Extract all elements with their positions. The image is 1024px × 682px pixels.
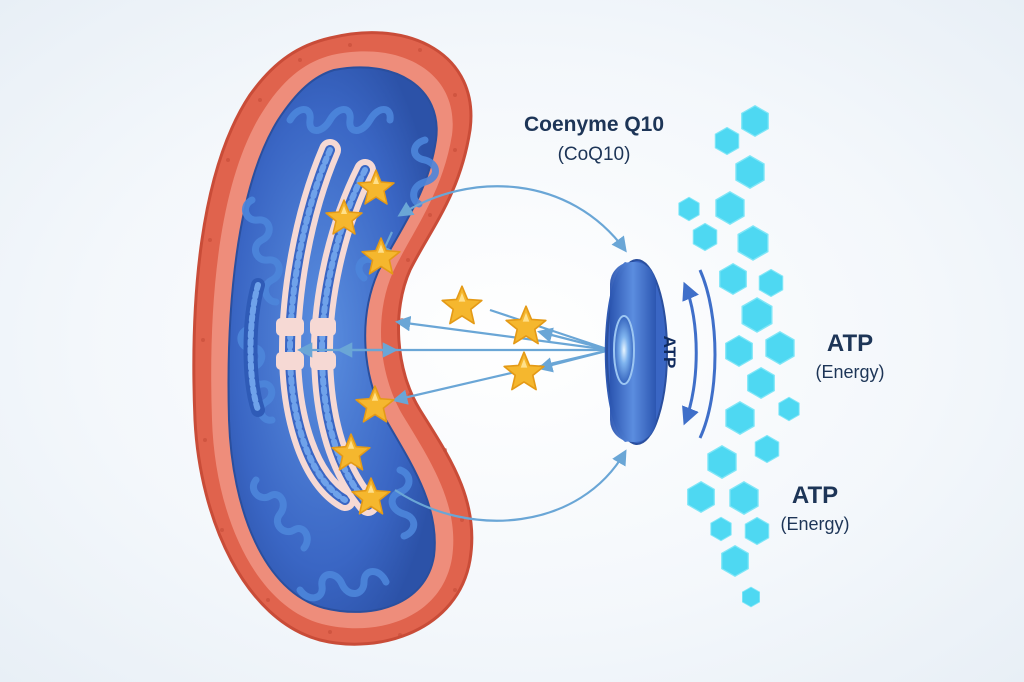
arrow-ray-5 [392,348,611,405]
hexagon-icon [742,586,760,608]
hexagon-icon [741,297,773,333]
mitochondrion [192,31,474,646]
hexagon-icon [725,335,753,367]
hexagon-icon [747,367,775,399]
hexagon-icon [715,191,745,225]
hexagon-icon [719,263,747,295]
hexagon-icon [744,516,770,546]
hexagon-icon [741,105,769,137]
hexagon-icon [714,126,740,156]
atp-label-1-title: ATP [827,330,873,357]
star-icon [503,351,545,391]
coq10-name: Coenyme Q10 [524,113,664,136]
coq10-abbr: (CoQ10) [558,144,631,165]
arrow-ray-1 [394,315,611,352]
hexagon-icon [725,401,755,435]
arrow-ray-6 [489,308,611,352]
arrow-bottom-curve [394,449,627,522]
hexagon-icon [692,222,718,252]
disc-hole [613,315,635,385]
disc-label: ATP [660,336,679,369]
hexagon-icon [710,516,732,542]
hexagon-icon [729,481,759,515]
hexagon-icon [754,434,780,464]
hexagon-icon [765,331,795,365]
atp-label-2-title: ATP [792,482,838,509]
rotation-arc-outer [698,269,717,439]
hexagon-icon [687,481,715,513]
rotation-arc-inner [682,281,699,426]
hexagon-icon [735,155,765,189]
hexagon-icon [721,545,749,577]
hexagon-icon [737,225,769,261]
labels: Coenyme Q10 (CoQ10) ATP (Energy) ATP (En… [524,113,885,534]
arrow-top-curve [397,185,627,253]
star-icon [441,285,483,325]
atp-label-2-subtitle: (Energy) [780,514,849,534]
hexagon-icon [758,268,784,298]
hexagon-icon [678,196,700,222]
atp-synthase-disc: ATP [604,259,717,445]
hexagon-icon [707,445,737,479]
hexagon-icon [778,396,800,422]
atp-label-1-subtitle: (Energy) [815,362,884,382]
